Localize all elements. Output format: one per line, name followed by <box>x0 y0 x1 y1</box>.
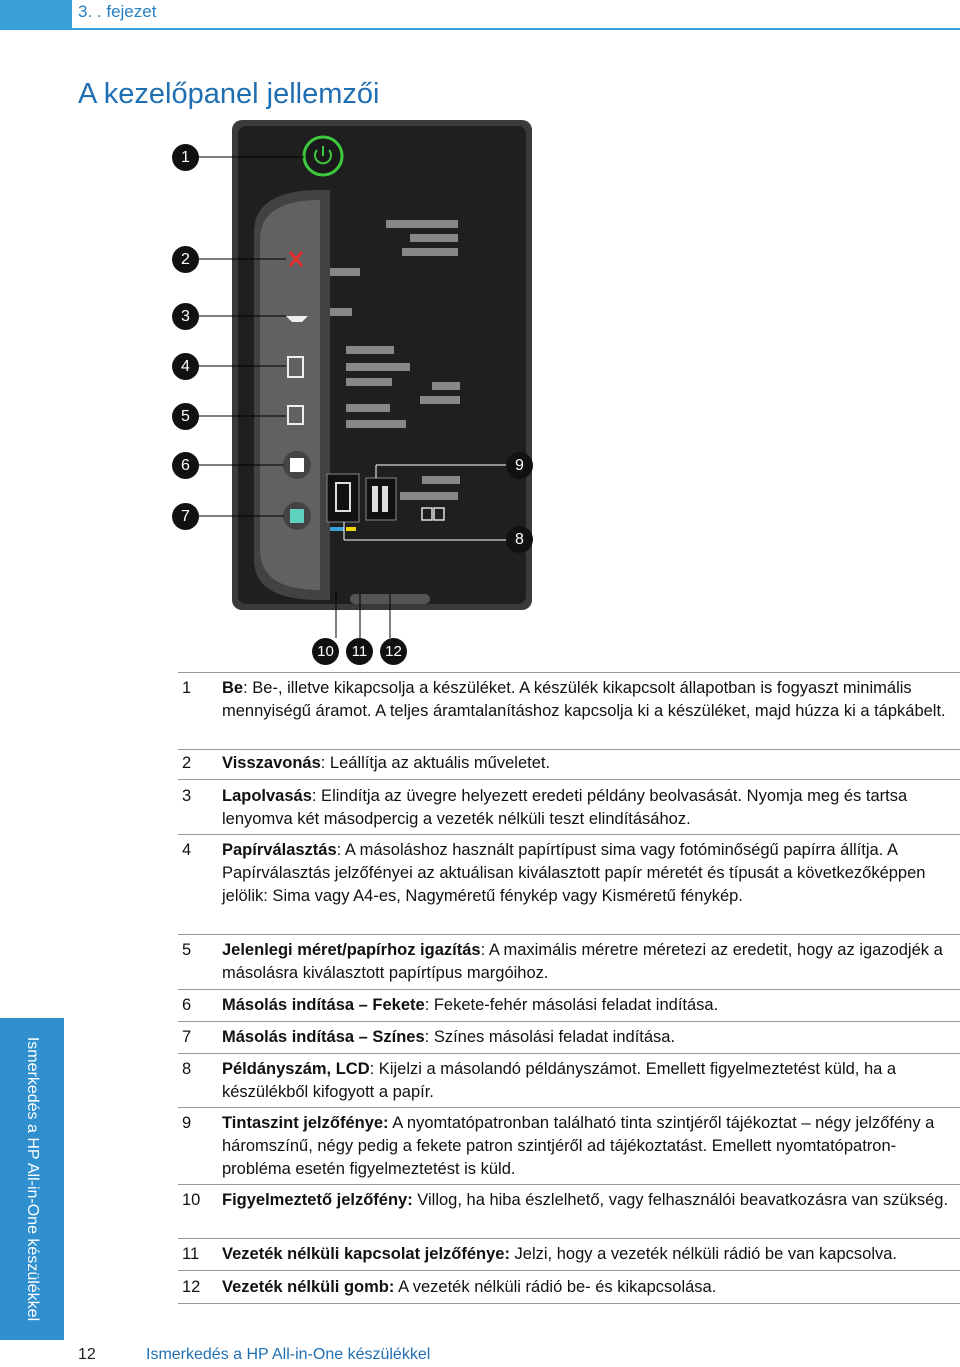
item-term: Be <box>222 679 244 697</box>
control-panel-illustration <box>198 120 532 638</box>
item-term: Tintaszint jelzőfénye: <box>222 1114 389 1132</box>
divider <box>178 1021 960 1022</box>
item-desc: : Leállítja az aktuális műveletet. <box>320 754 551 772</box>
divider <box>178 1270 960 1271</box>
item-desc: : Fekete-fehér másolási feladat indítása… <box>424 996 719 1014</box>
item-number: 11 <box>182 1245 200 1263</box>
item-number: 1 <box>182 679 192 697</box>
divider <box>178 1053 960 1054</box>
item-number: 3 <box>182 787 192 805</box>
item-desc: : Színes másolási feladat indítása. <box>424 1028 676 1046</box>
item-term: Visszavonás <box>222 754 321 772</box>
item-number: 10 <box>182 1191 201 1209</box>
item-number: 7 <box>182 1028 192 1046</box>
item-term: Lapolvasás <box>222 787 312 805</box>
callout-7: 7 <box>172 503 199 530</box>
item-term: Példányszám, LCD <box>222 1060 370 1078</box>
item-desc: : A maximális méretre méretezi az eredet… <box>222 941 943 982</box>
item-term: Figyelmeztető jelzőfény: <box>222 1191 413 1209</box>
item-term: Másolás indítása – Fekete <box>222 996 425 1014</box>
divider <box>178 989 960 990</box>
page-title: A kezelőpanel jellemzői <box>78 78 380 110</box>
divider <box>178 834 960 835</box>
item-desc: : A másoláshoz használt papírtípust sima… <box>222 841 926 905</box>
item-number: 9 <box>182 1114 192 1132</box>
side-tab-label: Ismerkedés a HP All-in-One készülékkel <box>24 1036 41 1322</box>
item-text: Papírválasztás: A másoláshoz használt pa… <box>222 839 952 908</box>
chapter-label: 3. . fejezet <box>78 2 157 21</box>
item-text: Jelenlegi méret/papírhoz igazítás: A max… <box>222 939 952 985</box>
divider <box>178 934 960 935</box>
top-accent-stripe <box>0 0 72 28</box>
item-desc: A vezeték nélküli rádió be- és kikapcsol… <box>394 1278 717 1296</box>
item-desc: : Be-, illetve kikapcsolja a készüléket.… <box>222 679 946 720</box>
callout-5: 5 <box>172 403 199 430</box>
callout-4: 4 <box>172 353 199 380</box>
top-bar <box>0 0 960 30</box>
page-number: 12 <box>78 1346 96 1363</box>
divider <box>178 1238 960 1239</box>
callout-8: 8 <box>506 526 533 553</box>
item-text: Figyelmeztető jelzőfény: Villog, ha hiba… <box>222 1189 952 1212</box>
item-text: Másolás indítása – Színes: Színes másolá… <box>222 1026 952 1049</box>
callout-12: 12 <box>380 638 407 665</box>
item-text: Példányszám, LCD: Kijelzi a másolandó pé… <box>222 1058 952 1104</box>
item-text: Vezeték nélküli gomb: A vezeték nélküli … <box>222 1276 952 1299</box>
callout-11: 11 <box>346 638 373 665</box>
item-text: Lapolvasás: Elindítja az üvegre helyezet… <box>222 785 952 831</box>
item-number: 6 <box>182 996 192 1014</box>
item-number: 5 <box>182 941 192 959</box>
callout-10: 10 <box>312 638 339 665</box>
item-text: Be: Be-, illetve kikapcsolja a készüléke… <box>222 677 952 723</box>
item-term: Vezeték nélküli kapcsolat jelzőfénye: <box>222 1245 510 1263</box>
item-desc: Villog, ha hiba észlelhető, vagy felhasz… <box>412 1191 949 1209</box>
callout-2: 2 <box>172 246 199 273</box>
divider <box>178 779 960 780</box>
item-desc: A nyomtatópatronban található tinta szin… <box>222 1114 935 1178</box>
item-term: Papírválasztás <box>222 841 337 859</box>
divider <box>178 672 960 673</box>
divider <box>178 1303 960 1304</box>
callout-1: 1 <box>172 144 199 171</box>
item-text: Vezeték nélküli kapcsolat jelzőfénye: Je… <box>222 1243 952 1266</box>
divider <box>178 1107 960 1108</box>
item-text: Visszavonás: Leállítja az aktuális művel… <box>222 752 952 775</box>
item-desc: : Kijelzi a másolandó példányszámot. Eme… <box>222 1060 897 1101</box>
item-number: 2 <box>182 754 192 772</box>
item-number: 8 <box>182 1060 192 1078</box>
item-number: 12 <box>182 1278 201 1296</box>
item-number: 4 <box>182 841 192 859</box>
item-term: Vezeték nélküli gomb: <box>222 1278 395 1296</box>
callout-9: 9 <box>506 452 533 479</box>
item-desc: : Elindítja az üvegre helyezett eredeti … <box>222 787 908 828</box>
item-text: Tintaszint jelzőfénye: A nyomtatópatronb… <box>222 1112 952 1181</box>
footer-title: Ismerkedés a HP All-in-One készülékkel <box>146 1346 431 1363</box>
item-desc: Jelzi, hogy a vezeték nélküli rádió be v… <box>509 1245 898 1263</box>
divider <box>178 1184 960 1185</box>
item-term: Másolás indítása – Színes <box>222 1028 425 1046</box>
divider <box>178 749 960 750</box>
callout-3: 3 <box>172 303 199 330</box>
item-term: Jelenlegi méret/papírhoz igazítás <box>222 941 481 959</box>
top-rule <box>0 28 960 30</box>
side-tab: Ismerkedés a HP All-in-One készülékkel <box>0 1018 64 1340</box>
callout-6: 6 <box>172 452 199 479</box>
item-text: Másolás indítása – Fekete: Fekete-fehér … <box>222 994 952 1017</box>
control-panel-figure: 1 2 3 4 5 6 7 8 9 10 11 12 <box>170 120 550 670</box>
